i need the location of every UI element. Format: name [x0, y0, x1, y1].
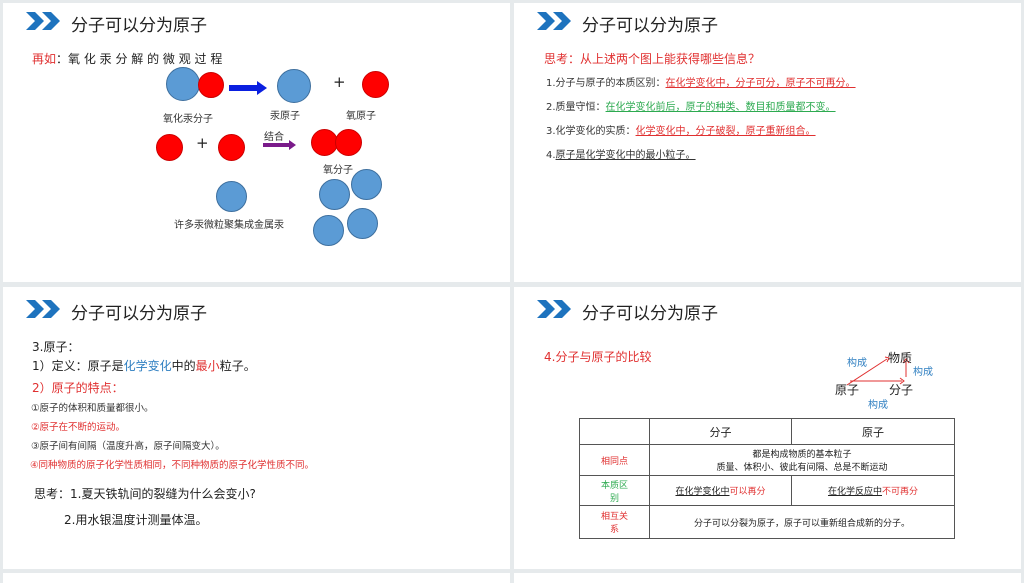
diagram-atom: 原子: [835, 383, 860, 397]
label-combine: 结合: [264, 132, 284, 143]
label-o2: 氧分子: [323, 165, 353, 176]
heading: 4.分子与原子的比较: [544, 350, 652, 364]
diff-atom-cell: 在化学反应中不可再分: [791, 475, 955, 506]
chevron-icon: [26, 300, 60, 318]
diagram-molecule: 分子: [889, 383, 914, 397]
row-label: 相互关系: [579, 505, 650, 539]
diff-molecule-cell: 在化学变化中可以再分: [649, 475, 792, 506]
think-question: 2.用水银温度计测量体温。: [64, 513, 208, 527]
same-cell: 都是构成物质的基本粒子质量、体积小、彼此有间隔、总是不断运动: [649, 444, 955, 476]
chevron-icon: [537, 12, 571, 30]
slide-6[interactable]: [514, 573, 1021, 583]
slide-title: 分子可以分为原子: [582, 304, 718, 324]
feature: ①原子的体积和质量都很小。: [31, 403, 154, 414]
header-molecule: 分子: [649, 418, 792, 445]
hg-atom: [351, 169, 382, 200]
hg-atom: [319, 179, 350, 210]
hg-atom: [277, 69, 311, 103]
o-atom: [311, 129, 338, 156]
lead-text: 再如：氧 化 汞 分 解 的 微 观 过 程: [32, 52, 223, 66]
hg-atom: [216, 181, 247, 212]
o-atom: [335, 129, 362, 156]
chevron-icon: [26, 12, 60, 30]
hg-atom: [166, 67, 200, 101]
relation-arrows: [846, 356, 910, 386]
header-atom: 原子: [791, 418, 955, 445]
slide-1[interactable]: 分子可以分为原子 再如：氧 化 汞 分 解 的 微 观 过 程 + 氧化汞分子 …: [3, 3, 510, 282]
header-empty: [579, 418, 650, 445]
o-atom: [198, 72, 224, 98]
info-item: 3.化学变化的实质：化学变化中，分子破裂，原子重新组合。: [546, 126, 816, 137]
diagram-compose: 构成: [913, 367, 933, 378]
definition: 1）定义：原子是化学变化中的最小粒子。: [32, 359, 256, 373]
slide-3[interactable]: 分子可以分为原子 3.原子： 1）定义：原子是化学变化中的最小粒子。 2）原子的…: [3, 287, 510, 569]
info-item: 1.分子与原子的本质区别：在化学变化中，分子可分，原子不可再分。: [546, 78, 856, 89]
plus-sign: +: [333, 73, 346, 91]
relation-cell: 分子可以分裂为原子，原子可以重新组合成新的分子。: [649, 505, 955, 539]
info-item: 2.质量守恒：在化学变化前后，原子的种类、数目和质量都不变。: [546, 102, 836, 113]
slide-title: 分子可以分为原子: [582, 16, 718, 36]
diagram-compose: 构成: [847, 358, 867, 369]
label-hgo: 氧化汞分子: [163, 114, 213, 125]
o-atom: [156, 134, 183, 161]
hg-atom: [347, 208, 378, 239]
comparison-table: 分子原子 相同点都是构成物质的基本粒子质量、体积小、彼此有间隔、总是不断运动 本…: [579, 418, 955, 539]
info-item: 4.原子是化学变化中的最小粒子。: [546, 150, 696, 161]
slide-title: 分子可以分为原子: [71, 304, 207, 324]
o-atom: [218, 134, 245, 161]
feature: ③原子间有间隔（温度升高，原子间隔变大）。: [31, 441, 225, 452]
hg-atom: [313, 215, 344, 246]
diagram-matter: 物质: [888, 351, 913, 365]
chevron-icon: [537, 300, 571, 318]
o-atom: [362, 71, 389, 98]
feature: ④同种物质的原子化学性质相同，不同种物质的原子化学性质不同。: [30, 460, 315, 471]
heading: 3.原子：: [32, 340, 80, 354]
diagram-compose: 构成: [868, 400, 888, 411]
features-title: 2）原子的特点：: [32, 381, 124, 395]
arrow-icon: [229, 81, 267, 95]
row-label: 本质区别: [579, 475, 650, 506]
plus-sign: +: [196, 134, 209, 152]
think-question: 思考：1.夏天铁轨间的裂缝为什么会变小?: [34, 487, 256, 501]
feature: ②原子在不断的运动。: [31, 422, 126, 433]
label-hg: 汞原子: [270, 111, 300, 122]
arrow-icon: [263, 140, 296, 150]
slide-title: 分子可以分为原子: [71, 16, 207, 36]
question: 思考：从上述两个图上能获得哪些信息？: [544, 52, 761, 66]
slide-4[interactable]: 分子可以分为原子 4.分子与原子的比较 物质 原子 分子 构成 构成 构成 分子…: [514, 287, 1021, 569]
label-metal: 许多汞微粒聚集成金属汞: [174, 220, 284, 231]
row-label: 相同点: [579, 444, 650, 476]
slide-2[interactable]: 分子可以分为原子 思考：从上述两个图上能获得哪些信息？ 1.分子与原子的本质区别…: [514, 3, 1021, 282]
label-o: 氧原子: [346, 111, 376, 122]
slide-5[interactable]: [3, 573, 510, 583]
